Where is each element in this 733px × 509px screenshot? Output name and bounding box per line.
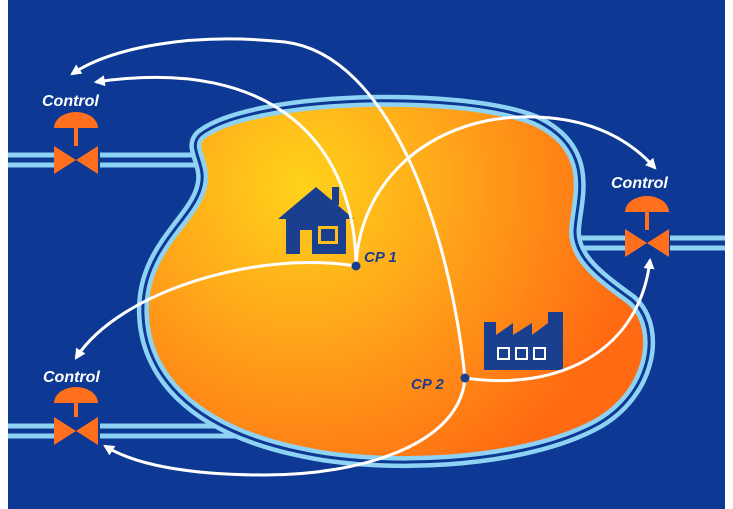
arrow-cp1-to-top-left-valve bbox=[93, 75, 358, 267]
valve-label: Control bbox=[42, 93, 99, 110]
arrow-cp2-to-top-left-valve bbox=[70, 37, 467, 379]
pipe-top-left bbox=[8, 152, 200, 168]
control-point-2-dot bbox=[460, 373, 470, 383]
valve-label: Control bbox=[43, 369, 100, 386]
factory-icon bbox=[484, 312, 563, 370]
valve-label: Control bbox=[611, 175, 668, 192]
control-point-1-dot bbox=[351, 261, 361, 271]
control-valve-icon bbox=[54, 112, 98, 174]
control-valve-top-left[interactable]: Control bbox=[42, 93, 99, 174]
influence-arrows bbox=[70, 37, 657, 477]
control-valve-bottom-left[interactable]: Control bbox=[43, 369, 100, 445]
control-valve-right[interactable]: Control bbox=[611, 175, 669, 257]
control-point-2-label: CP 2 bbox=[411, 376, 444, 393]
control-valve-icon bbox=[625, 196, 669, 257]
region-outline-inner bbox=[141, 99, 651, 464]
arrow-cp1-to-right-valve bbox=[354, 115, 657, 267]
house-icon bbox=[278, 187, 354, 254]
arrow-cp2-to-bottom-left-valve bbox=[103, 377, 467, 477]
control-valve-icon bbox=[54, 387, 98, 445]
pipe-right bbox=[575, 235, 725, 251]
arrow-cp2-to-right-valve bbox=[464, 257, 655, 383]
control-point-1-label: CP 1 bbox=[364, 249, 397, 266]
arrow-cp1-to-bottom-left-valve bbox=[74, 261, 357, 360]
